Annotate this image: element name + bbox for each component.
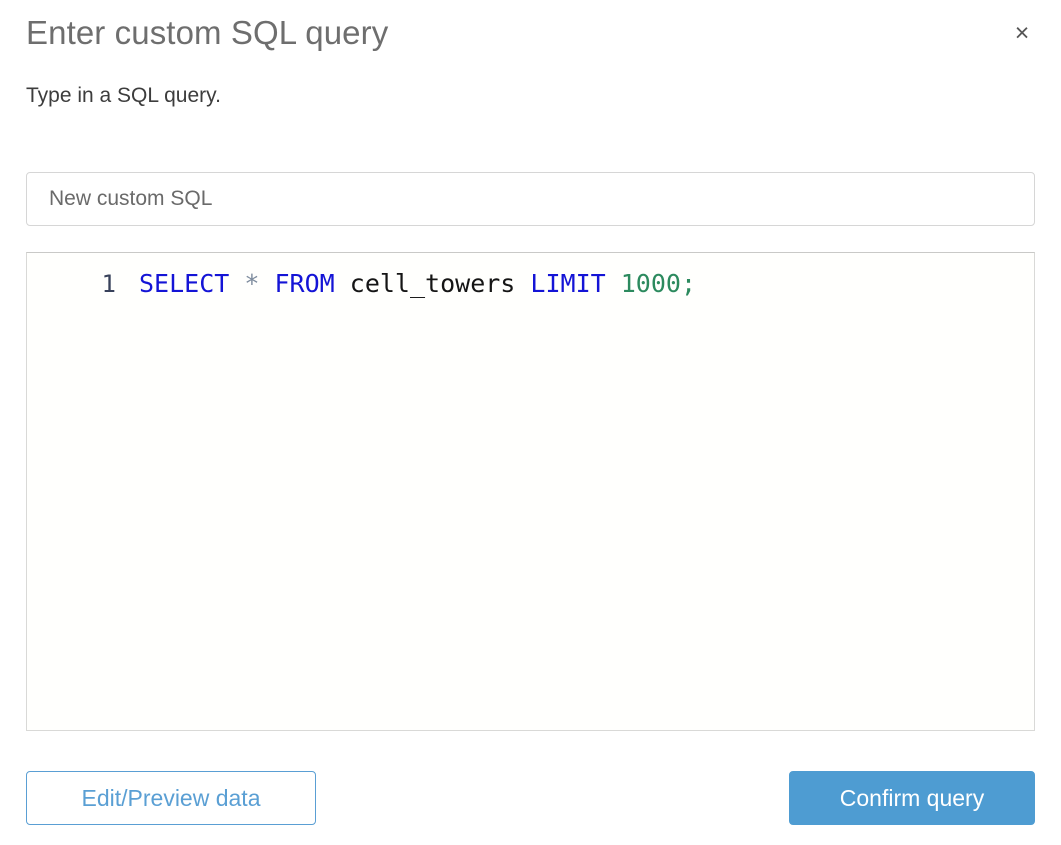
query-name-input[interactable] bbox=[26, 172, 1035, 226]
sql-editor[interactable]: 1 SELECT * FROM cell_towers LIMIT 1000; bbox=[26, 252, 1035, 731]
close-icon[interactable]: × bbox=[1014, 18, 1030, 47]
line-number: 1 bbox=[101, 270, 116, 298]
sql-token-space-5 bbox=[606, 269, 621, 298]
sql-token-space-3 bbox=[335, 269, 350, 298]
edit-preview-data-button[interactable]: Edit/Preview data bbox=[26, 771, 316, 825]
confirm-query-button[interactable]: Confirm query bbox=[789, 771, 1035, 825]
sql-code: SELECT * FROM cell_towers LIMIT 1000; bbox=[116, 266, 696, 302]
sql-token-number: 1000 bbox=[620, 269, 681, 298]
sql-token-space-4 bbox=[515, 269, 530, 298]
dialog-subtitle: Type in a SQL query. bbox=[26, 84, 221, 107]
sql-token-keyword-from: FROM bbox=[274, 269, 335, 298]
page-title: Enter custom SQL query bbox=[26, 14, 389, 51]
sql-token-space-2 bbox=[259, 269, 274, 298]
sql-token-space-1 bbox=[229, 269, 244, 298]
sql-token-keyword-select: SELECT bbox=[139, 269, 230, 298]
sql-token-semicolon: ; bbox=[680, 269, 697, 298]
editor-line: 1 SELECT * FROM cell_towers LIMIT 1000; bbox=[27, 266, 696, 302]
sql-token-star: * bbox=[244, 269, 260, 298]
sql-token-keyword-limit: LIMIT bbox=[530, 269, 606, 298]
sql-token-table-name: cell_towers bbox=[349, 269, 516, 298]
